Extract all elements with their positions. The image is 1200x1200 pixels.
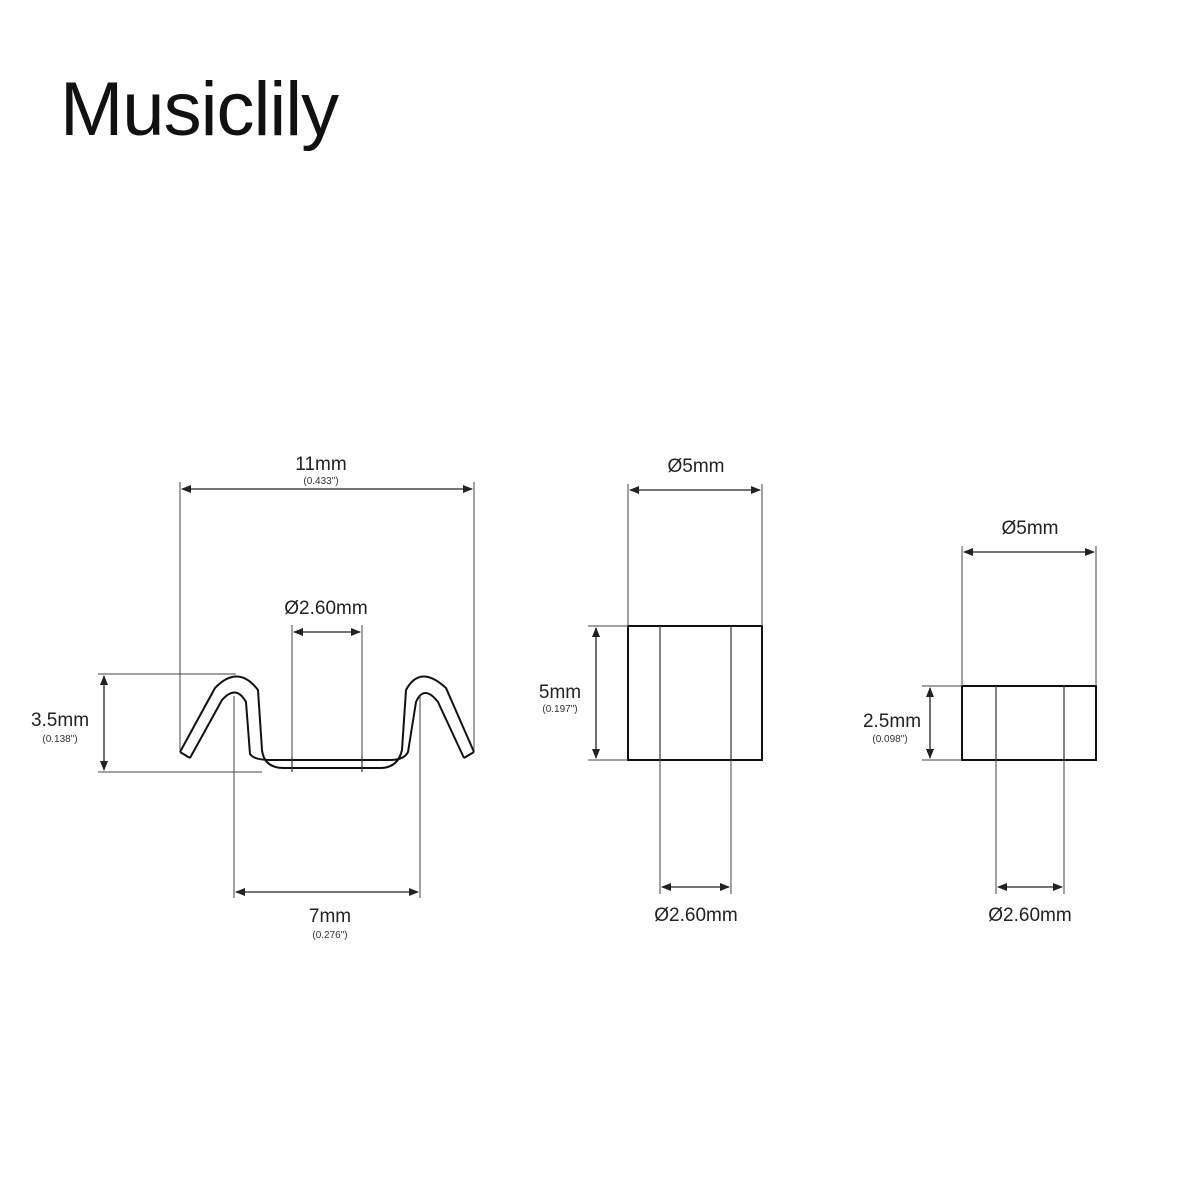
short-h-label-inch: (0.098") <box>872 734 907 745</box>
dim-7-label-inch: (0.276") <box>312 930 347 941</box>
clip-end-right <box>463 751 475 759</box>
tall-dia-label: Ø5mm <box>668 456 725 477</box>
spring-clip-outline-inner <box>189 691 465 761</box>
dim-hole-label: Ø2.60mm <box>284 598 367 619</box>
dim-11-label: 11mm <box>295 454 346 475</box>
short-h-label: 2.5mm <box>863 711 921 732</box>
short-bushing-body <box>961 685 1097 761</box>
tall-bushing-body <box>627 625 763 761</box>
spring-clip-outline-outer <box>179 675 475 769</box>
dim-7-label: 7mm <box>309 906 351 927</box>
dim-11-label-inch: (0.433") <box>303 476 338 487</box>
dim-35-label: 3.5mm <box>31 710 89 731</box>
clip-end-left <box>179 751 191 759</box>
short-bushing-drawing: Ø5mm 2.5mm (0.098") Ø2.60mm <box>863 518 1097 926</box>
spring-clip-drawing: 11mm (0.433") Ø2.60mm 3.5mm (0.138") 7mm… <box>31 454 475 941</box>
dim-35-label-inch: (0.138") <box>42 734 77 745</box>
tall-bushing-drawing: Ø5mm 5mm (0.197") Ø2.60mm <box>539 456 763 926</box>
brand-logo: Musiclily <box>60 67 339 152</box>
tall-hole-label: Ø2.60mm <box>654 905 737 926</box>
tall-h-label: 5mm <box>539 682 581 703</box>
tall-h-label-inch: (0.197") <box>542 704 577 715</box>
short-hole-label: Ø2.60mm <box>988 905 1071 926</box>
short-dia-label: Ø5mm <box>1002 518 1059 539</box>
